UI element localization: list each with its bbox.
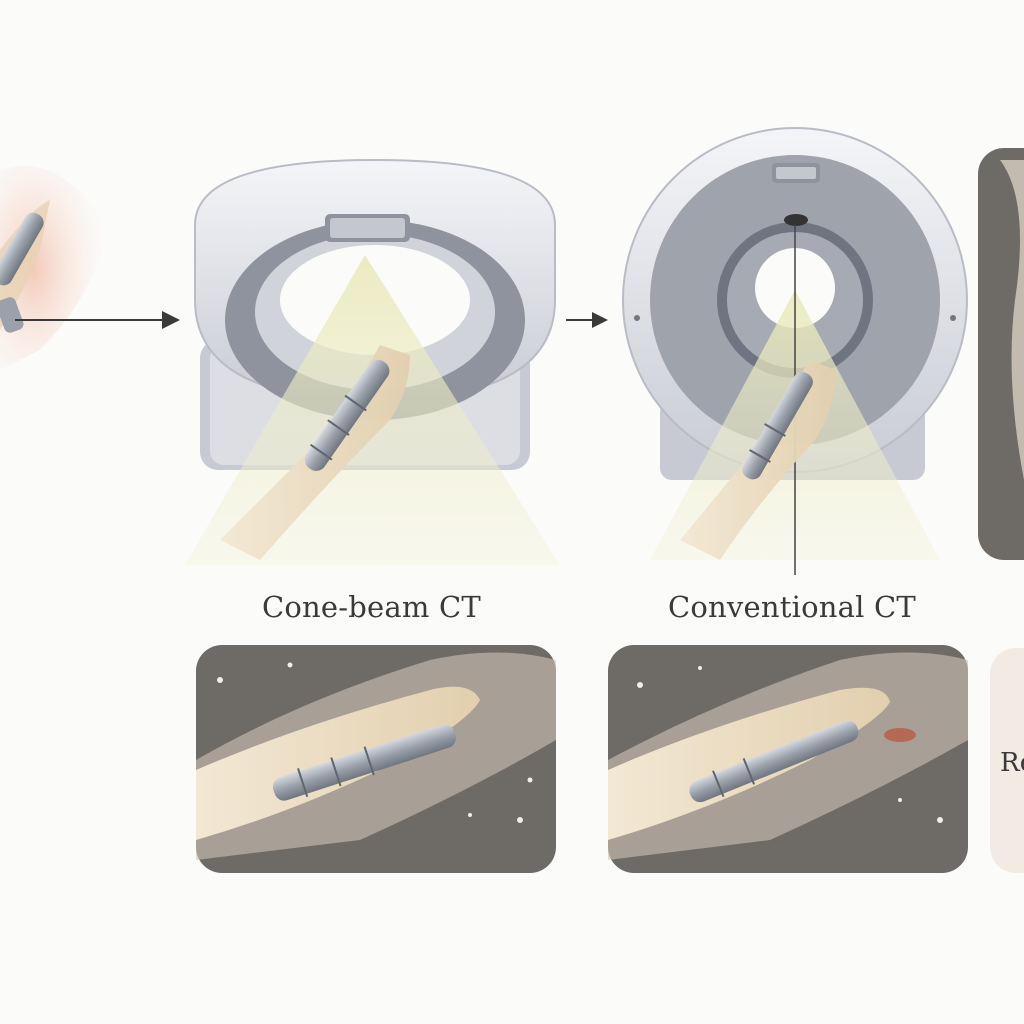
conventional-ct-label: Conventional CT	[668, 590, 916, 624]
partial-right-label: Re	[1000, 748, 1024, 778]
cbct-scan-image	[196, 645, 556, 873]
left-leg-illustration	[0, 166, 110, 370]
right-partial-scan-panel	[978, 148, 1024, 560]
arrow-to-cbct	[15, 311, 180, 329]
right-partial-bottom-panel	[990, 648, 1024, 873]
conv-bone-with-implant	[680, 360, 835, 560]
cone-beam-ct-label: Cone-beam CT	[262, 590, 481, 624]
arrow-to-conventional	[566, 312, 608, 328]
cbct-bone-with-implant	[220, 345, 410, 560]
conventional-scan-image	[608, 645, 968, 873]
